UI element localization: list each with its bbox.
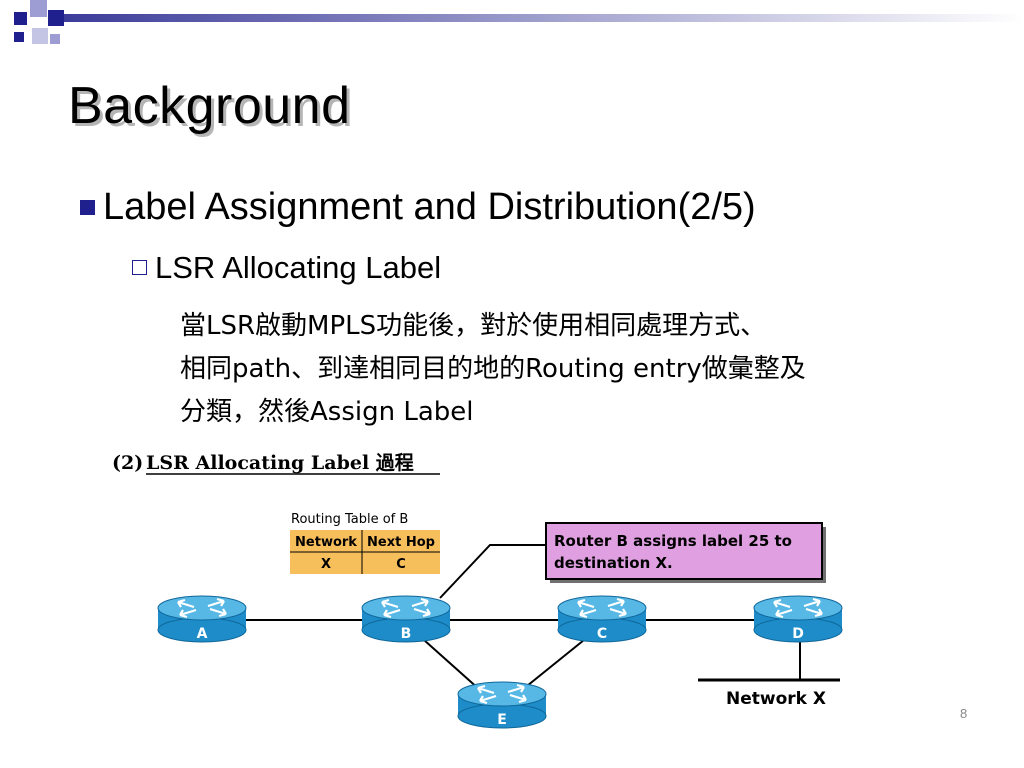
- table-header-network: Network: [295, 535, 357, 550]
- router-label: D: [792, 626, 804, 642]
- page-number: 8: [960, 706, 968, 721]
- router-e: E: [456, 680, 548, 730]
- router-label: B: [401, 626, 412, 642]
- filled-square-bullet-icon: [80, 200, 95, 215]
- callout-line: destination X.: [554, 554, 673, 572]
- decor-square: [14, 32, 24, 42]
- decor-square: [14, 12, 27, 25]
- routing-table-title: Routing Table of B: [291, 512, 408, 527]
- top-gradient-bar: [60, 14, 1024, 22]
- router-label: E: [497, 712, 507, 728]
- router-a: A: [156, 594, 248, 644]
- decor-square: [50, 34, 60, 44]
- decor-square: [32, 28, 48, 44]
- callout-line: Router B assigns label 25 to: [554, 532, 792, 550]
- bullet-level-1-text: Label Assignment and Distribution(2/5): [103, 186, 756, 228]
- table-header-next-hop: Next Hop: [367, 535, 435, 550]
- body-line: 分類，然後Assign Label: [180, 397, 474, 427]
- slide-title: Background: [68, 77, 351, 135]
- table-cell-next-hop: C: [396, 557, 406, 572]
- router-d: D: [752, 594, 844, 644]
- diagram-caption: LSR Allocating Label 過程: [146, 452, 414, 474]
- body-paragraph: 當LSR啟動MPLS功能後，對於使用相同處理方式、 相同path、到達相同目的地…: [180, 305, 980, 434]
- body-line: 當LSR啟動MPLS功能後，對於使用相同處理方式、: [180, 311, 767, 341]
- network-x-label: Network X: [726, 689, 826, 709]
- decor-square: [48, 10, 64, 26]
- router-label: A: [197, 626, 208, 642]
- callout-box: [545, 522, 823, 580]
- bullet-level-2: LSR Allocating Label: [132, 250, 441, 286]
- decor-square: [30, 0, 47, 17]
- link-c-e: [521, 639, 585, 691]
- hollow-square-bullet-icon: [132, 260, 147, 275]
- router-label: C: [597, 626, 607, 642]
- callout-pointer: [439, 544, 546, 599]
- link-b-e: [423, 639, 481, 691]
- body-line: 相同path、到達相同目的地的Routing entry做彙整及: [180, 354, 806, 384]
- router-b: B: [360, 594, 452, 644]
- bullet-level-1: Label Assignment and Distribution(2/5): [80, 186, 756, 229]
- bullet-level-2-text: LSR Allocating Label: [155, 250, 442, 285]
- router-c: C: [556, 594, 648, 644]
- diagram-caption-prefix: (2): [112, 452, 143, 474]
- table-cell-network: X: [321, 557, 331, 572]
- title-decoration: [14, 0, 1024, 44]
